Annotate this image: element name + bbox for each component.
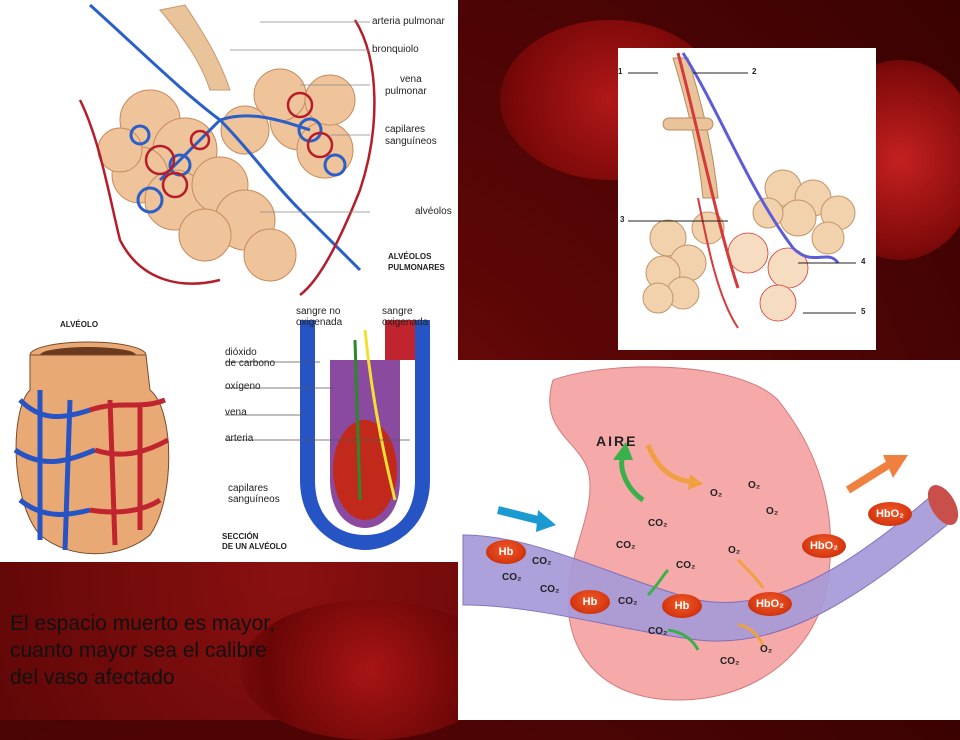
- oxyhemoglobin-cell: HbO₂: [748, 592, 792, 616]
- number-label-5: 5: [861, 307, 866, 316]
- oxygen-molecule: O₂: [766, 506, 779, 517]
- alveoli-diagram-panel: arteria pulmonar bronquiolo vena pulmona…: [0, 0, 458, 300]
- panel1-title-line2: PULMONARES: [388, 263, 445, 272]
- co2-molecule: CO₂: [540, 584, 560, 595]
- panel1-title-line1: ALVÉOLOS: [388, 252, 432, 261]
- label-bronchiole: bronquiolo: [372, 44, 419, 55]
- alveolus-section-panel: ALVÉOLO sangre no oxigenada sangre oxige…: [0, 300, 458, 562]
- oxygen-molecule: O₂: [710, 488, 723, 499]
- air-label: AIRE: [596, 433, 638, 449]
- section-title-line1: SECCIÓN: [222, 532, 259, 541]
- oxyhemoglobin-cell: HbO₂: [868, 502, 912, 526]
- co2-molecule: CO₂: [616, 540, 636, 551]
- label-capillaries-line1: capilares: [228, 483, 269, 494]
- label-nonoxygenated-line1: sangre no: [296, 306, 341, 317]
- label-oxygen: oxígeno: [225, 381, 261, 392]
- co2-molecule: CO₂: [532, 556, 552, 567]
- co2-molecule: CO₂: [720, 656, 740, 667]
- label-capillaries-line2: sanguíneos: [228, 494, 280, 505]
- label-vein: vena: [225, 407, 247, 418]
- caption-text: El espacio muerto es mayor, cuanto mayor…: [10, 610, 370, 691]
- label-vein-line1: vena: [400, 74, 422, 85]
- caption-line-3: del vaso afectado: [10, 666, 175, 689]
- oxygen-molecule: O₂: [760, 644, 773, 655]
- label-vein-line2: pulmonar: [385, 86, 427, 97]
- hemoglobin-cell: Hb: [662, 594, 702, 618]
- numbered-alveoli-panel: 1 2 3 4 5: [618, 48, 876, 350]
- gas-exchange-panel: AIRE Hb Hb Hb HbO₂ HbO₂ HbO₂ O₂ O₂ O₂ O₂…: [458, 360, 960, 720]
- number-label-1: 1: [618, 67, 623, 76]
- label-nonoxygenated-line2: oxigenada: [296, 317, 343, 328]
- label-artery: arteria: [225, 433, 254, 444]
- gas-exchange-illustration: [462, 366, 959, 701]
- co2-molecule: CO₂: [502, 572, 522, 583]
- section-title-line2: DE UN ALVÉOLO: [222, 542, 287, 551]
- caption-line-1: El espacio muerto es mayor,: [10, 612, 275, 635]
- co2-molecule: CO₂: [648, 626, 668, 637]
- number-label-2: 2: [752, 67, 757, 76]
- label-oxygenated-line2: oxigenada: [382, 317, 429, 328]
- label-capillaries-line1: capilares: [385, 124, 426, 135]
- oxygen-molecule: O₂: [748, 480, 761, 491]
- hemoglobin-cell: Hb: [486, 540, 526, 564]
- alveoli-illustration: [78, 3, 376, 296]
- caption-line-2: cuanto mayor sea el calibre: [10, 639, 267, 662]
- co2-molecule: CO₂: [648, 518, 668, 529]
- label-co2-line1: dióxido: [225, 347, 257, 358]
- co2-molecule: CO₂: [618, 596, 638, 607]
- label-co2-line2: de carbono: [225, 358, 276, 369]
- label-capillaries-line2: sanguíneos: [385, 136, 437, 147]
- alveolus-illustration: [13, 320, 430, 555]
- blood-cell-bg: [240, 600, 500, 740]
- label-alveoli: alvéolos: [415, 206, 452, 217]
- hemoglobin-cell: Hb: [570, 590, 610, 614]
- oxyhemoglobin-cell: HbO₂: [802, 534, 846, 558]
- number-label-4: 4: [861, 257, 866, 266]
- co2-molecule: CO₂: [676, 560, 696, 571]
- number-label-3: 3: [620, 215, 625, 224]
- label-pulmonary-artery: arteria pulmonar: [372, 16, 445, 27]
- alveolo-title: ALVÉOLO: [60, 320, 99, 329]
- numbered-alveoli-illustration: [628, 52, 856, 329]
- label-oxygenated-line1: sangre: [382, 306, 413, 317]
- oxygen-molecule: O₂: [728, 545, 741, 556]
